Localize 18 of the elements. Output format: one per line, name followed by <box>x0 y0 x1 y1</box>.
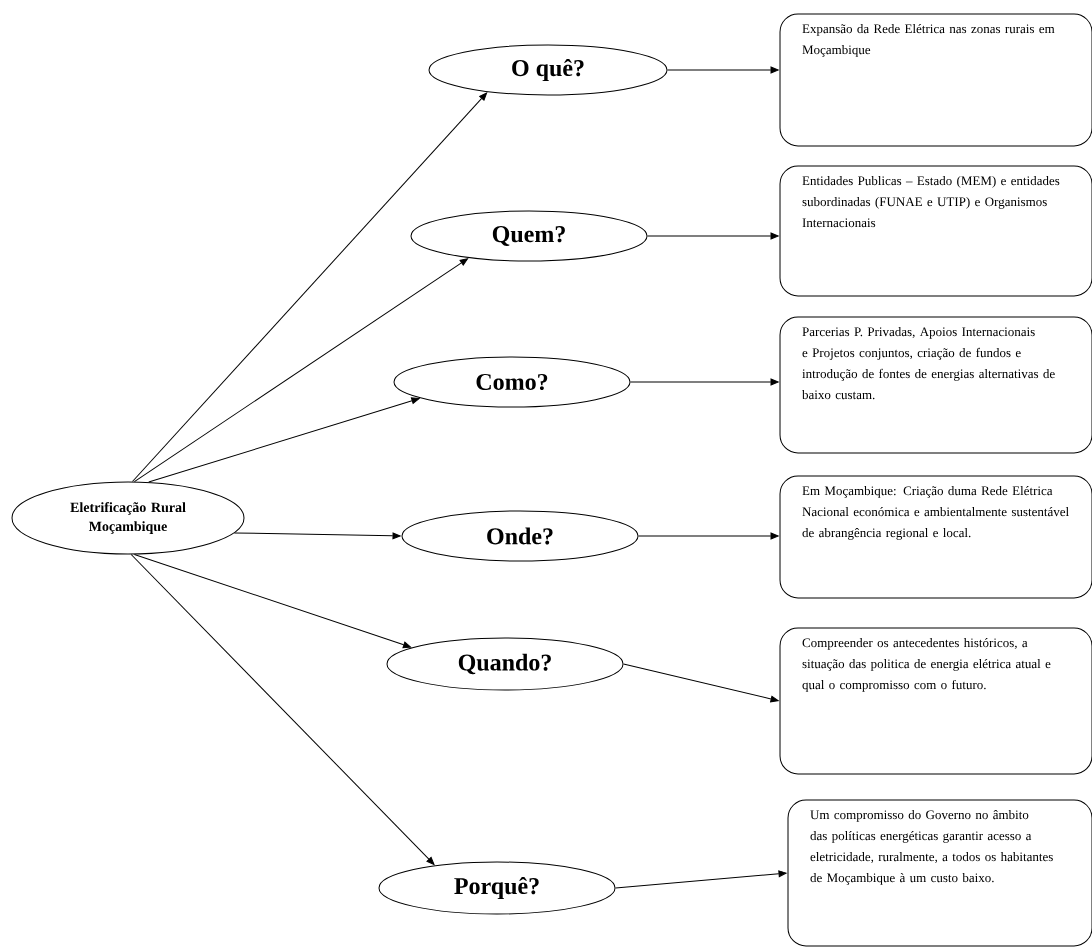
answer-box: Em Moçambique: Criação duma Rede Elétrica Nacional económica e ambientalmente sustentável de abrangência regional e local. <box>779 475 1092 599</box>
arrow <box>233 532 401 540</box>
arrow <box>148 397 420 483</box>
answer-box: Um compromisso do Governo no âmbito das políticas energéticas garantir acesso a eletricidade, ruralmente, a todos os habitantes de Moçambique à um custo baixo. <box>787 799 1092 947</box>
answer-box: Compreender os antecedentes históricos, a situação das politica de energia elétrica atual e qual o compromisso com o futuro. <box>779 627 1092 775</box>
arrow <box>623 663 779 703</box>
arrow <box>615 870 787 889</box>
answer-box: Parcerias P. Privadas, Apoios Internacionais e Projetos conjuntos, criação de fundos e introdução de fontes de energias alternativas de baixo custam. <box>779 316 1092 454</box>
arrow <box>630 378 779 386</box>
arrow <box>132 92 488 482</box>
answer-box: Entidades Publicas – Estado (MEM) e entidades subordinadas (FUNAE e UTIP) e Organismos Internacionais <box>779 165 1092 297</box>
arrow <box>638 532 779 540</box>
arrow <box>647 232 779 240</box>
arrow <box>130 554 435 865</box>
arrow <box>133 258 469 483</box>
arrow <box>667 66 779 74</box>
answer-box: Expansão da Rede Elétrica nas zonas rurais em Moçambique <box>779 13 1092 147</box>
arrow <box>133 553 412 649</box>
